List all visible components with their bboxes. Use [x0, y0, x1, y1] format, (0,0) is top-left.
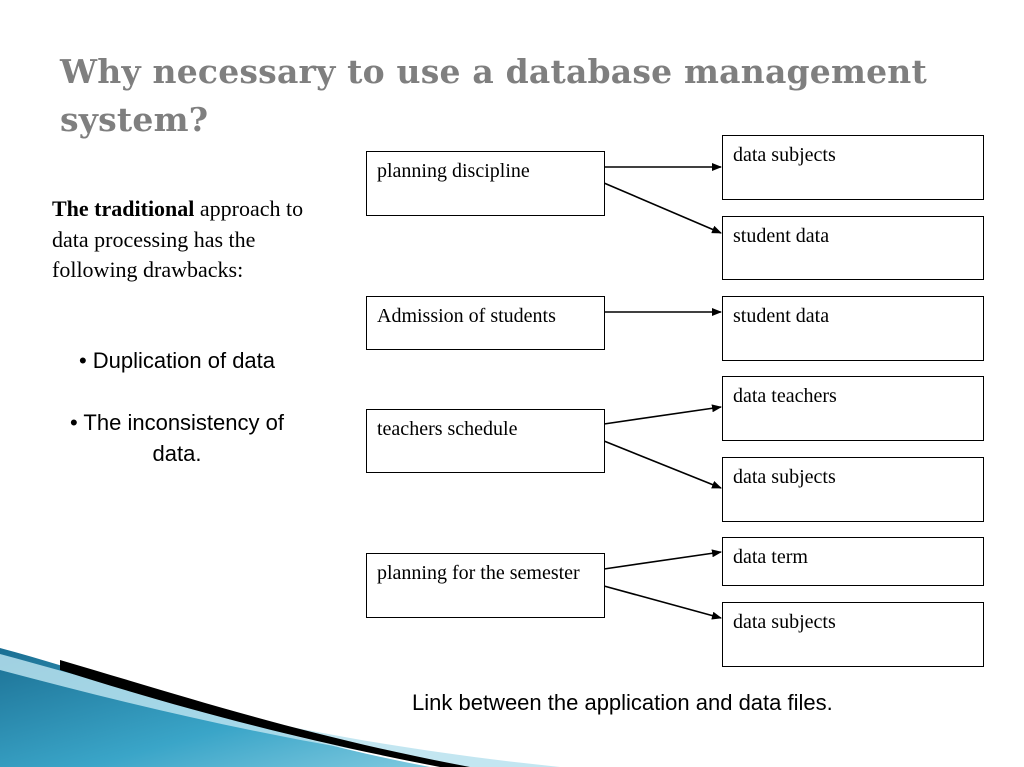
- data-box-subjects-1: data subjects: [722, 135, 984, 200]
- data-box-student-1: student data: [722, 216, 984, 280]
- app-box-semester-planning: planning for the semester: [366, 553, 605, 618]
- data-box-teachers: data teachers: [722, 376, 984, 441]
- intro-bold: The traditional: [52, 196, 195, 221]
- intro-rest: approach to data processing has the foll…: [52, 196, 304, 282]
- diagram-caption: Link between the application and data fi…: [412, 690, 833, 715]
- drawbacks-list: • Duplication of data • The inconsistenc…: [52, 345, 302, 469]
- data-box-subjects-3: data subjects: [722, 602, 984, 667]
- app-box-admission: Admission of students: [366, 296, 605, 350]
- arrow-semester-to-subjects: [603, 585, 722, 620]
- corner-decoration: [0, 648, 560, 767]
- data-box-student-2: student data: [722, 296, 984, 361]
- arrow-schedule-to-teachers: [603, 404, 722, 425]
- app-box-teachers-schedule: teachers schedule: [366, 409, 605, 473]
- intro-text: The traditional approach to data process…: [52, 194, 312, 286]
- arrow-semester-to-term: [603, 549, 722, 570]
- app-box-planning-discipline: planning discipline: [366, 151, 605, 216]
- arrow-schedule-to-subjects: [603, 440, 722, 489]
- data-box-term: data term: [722, 537, 984, 586]
- slide-title: Why necessary to use a database manageme…: [60, 52, 927, 139]
- arrow-planning-to-student: [603, 182, 722, 234]
- bullet-duplication: • Duplication of data: [78, 348, 276, 373]
- bullet-inconsistency: • The inconsistency of data.: [70, 410, 284, 466]
- data-box-subjects-2: data subjects: [722, 457, 984, 522]
